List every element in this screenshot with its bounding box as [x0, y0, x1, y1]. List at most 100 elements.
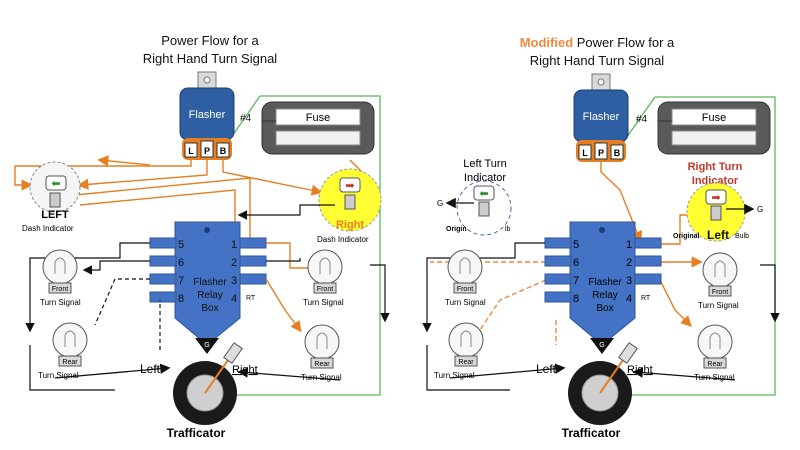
- r-relay-pin-3: [634, 273, 662, 285]
- r-flasher-mount-hole: [597, 78, 605, 86]
- r-lf-bulb: [447, 249, 483, 285]
- r-left-ind-title1: Left Turn: [463, 158, 506, 170]
- relay-pin-6: [149, 255, 177, 267]
- r-relay-pin-5: [544, 237, 572, 249]
- left-dash-lens: [45, 175, 67, 191]
- r-rr-tag: [703, 357, 727, 369]
- r-flasher-relay-box: 5 6 7 8 1 2 3 4 RT Flasher Relay Box G: [544, 221, 662, 354]
- r-left-ind-caption-left: Origin: [446, 226, 467, 233]
- flasher-terminal-b: [216, 142, 230, 158]
- r-lf-tag: [453, 282, 477, 294]
- r-lr-tag: [454, 355, 478, 367]
- left-rear-turn-signal: Rear Turn Signal: [38, 322, 88, 380]
- r-relay-label-2: Relay: [592, 290, 618, 301]
- left-dash-label: LEFT: [41, 209, 69, 221]
- rf-caption: Turn Signal: [303, 298, 344, 307]
- rr-tag-text: Rear: [314, 361, 330, 368]
- orange-wire-relay: [74, 177, 251, 240]
- relay-num-8: 8: [178, 293, 184, 305]
- flasher-mount-hole: [203, 76, 211, 84]
- left-dash-caption: Dash Indicator: [22, 224, 74, 233]
- lr-caption: Turn Signal: [38, 371, 79, 380]
- orange-wire-1: [266, 242, 320, 269]
- right-diagram: Modified Power Flow for a Right Hand Tur…: [422, 35, 780, 440]
- r-right-turn-indicator: Right Turn Indicator ➡ G Original Left B…: [673, 161, 763, 242]
- r-right-rear-turn-signal: Rear Turn Signal: [694, 324, 735, 382]
- rf-filament: [319, 257, 331, 274]
- rr-tag: [310, 357, 334, 369]
- r-right-ind-caption-right: Bulb: [735, 233, 749, 240]
- r-flasher-terminal-p-label: P: [598, 148, 604, 158]
- flasher: Flasher L P B: [179, 71, 235, 160]
- left-diagram: Power Flow for a Right Hand Turn Signal …: [14, 33, 390, 440]
- r-relay-num-5: 5: [573, 239, 579, 251]
- r-black-wire-left-trafficator: [449, 363, 566, 379]
- rf-tag-text: Front: [317, 286, 333, 293]
- relay-pin-5: [149, 237, 177, 249]
- fuse: #4 Fuse: [240, 101, 375, 155]
- r-relay-num-2: 2: [626, 257, 632, 269]
- relay-ground-label: G: [204, 342, 209, 349]
- lr-bulb: [52, 322, 88, 358]
- right-dash-lens: [339, 177, 361, 193]
- r-right-ind-socket: [710, 205, 722, 221]
- r-trafficator: Trafficator: [562, 342, 638, 440]
- r-relay-pin-2: [634, 255, 662, 267]
- r-right-ind-label: Left: [707, 228, 729, 242]
- r-left-front-turn-signal: Front Turn Signal: [445, 249, 486, 307]
- orange-arrow-top: [97, 155, 151, 167]
- r-left-ind-arrow-icon: ⬅: [479, 188, 488, 200]
- trafficator-lever-tip: [223, 342, 243, 364]
- r-orange-wire-3: [659, 279, 692, 327]
- orange-wire-p: [77, 160, 208, 190]
- r-flasher-terminal-p: [594, 142, 608, 160]
- flasher-terminal-l-label: L: [188, 146, 194, 156]
- r-rf-tag-text: Front: [712, 289, 728, 296]
- r-right-ind-lens: [705, 189, 727, 205]
- flasher-terminal-b-label: B: [220, 146, 227, 156]
- left-arrow-icon: ⬅: [51, 178, 60, 190]
- trafficator: Trafficator: [167, 342, 243, 440]
- r-rf-tag: [708, 285, 732, 297]
- fuse-label: Fuse: [306, 112, 330, 124]
- r-left-rear-turn-signal: Rear Turn Signal: [434, 322, 484, 380]
- r-relay-pin-1: [634, 237, 662, 249]
- left-title-line1: Power Flow for a: [161, 33, 259, 48]
- lf-caption: Turn Signal: [40, 298, 81, 307]
- right-rear-turn-signal: Rear Turn Signal: [301, 324, 342, 382]
- left-dash-socket: [49, 192, 61, 208]
- relay-ground-triangle: [195, 338, 219, 354]
- lr-tag-text: Rear: [62, 359, 78, 366]
- rr-filament: [316, 332, 328, 349]
- r-relay-ground-triangle: [590, 338, 614, 354]
- r-orange-wire-p: [600, 162, 643, 243]
- relay-pin-1: [239, 237, 267, 249]
- r-lr-filament: [460, 330, 472, 347]
- r-lr-tag-text: Rear: [458, 359, 474, 366]
- r-rr-caption: Turn Signal: [694, 373, 735, 382]
- r-relay-rt: RT: [641, 295, 651, 302]
- relay-num-2: 2: [231, 257, 237, 269]
- r-relay-num-6: 6: [573, 257, 579, 269]
- black-wire-left-trafficator: [54, 363, 171, 379]
- r-black-wire-left-return: [426, 345, 510, 391]
- r-rr-bulb: [697, 324, 733, 360]
- black-wire-right-front: [370, 264, 390, 323]
- black-wire-dash: [237, 204, 335, 220]
- r-left-ind-socket: [478, 201, 490, 217]
- r-trafficator-label: Trafficator: [562, 426, 621, 440]
- rr-caption: Turn Signal: [301, 373, 342, 382]
- r-fuse-spare: [671, 130, 757, 146]
- flasher-terminal-p: [200, 140, 214, 158]
- right-dash-socket: [344, 194, 356, 210]
- relay-pin-8: [149, 291, 177, 303]
- r-black-wire-5: [422, 242, 545, 333]
- flasher-label: Flasher: [189, 109, 226, 121]
- left-direction-label: Left: [140, 362, 161, 376]
- relay-num-6: 6: [178, 257, 184, 269]
- r-relay-num-4: 4: [626, 293, 632, 305]
- right-dash-indicator: ➡ Right Dash Indicator: [317, 168, 382, 244]
- r-relay-label-3: Box: [596, 303, 613, 314]
- r-right-ind-ground: G: [757, 205, 763, 214]
